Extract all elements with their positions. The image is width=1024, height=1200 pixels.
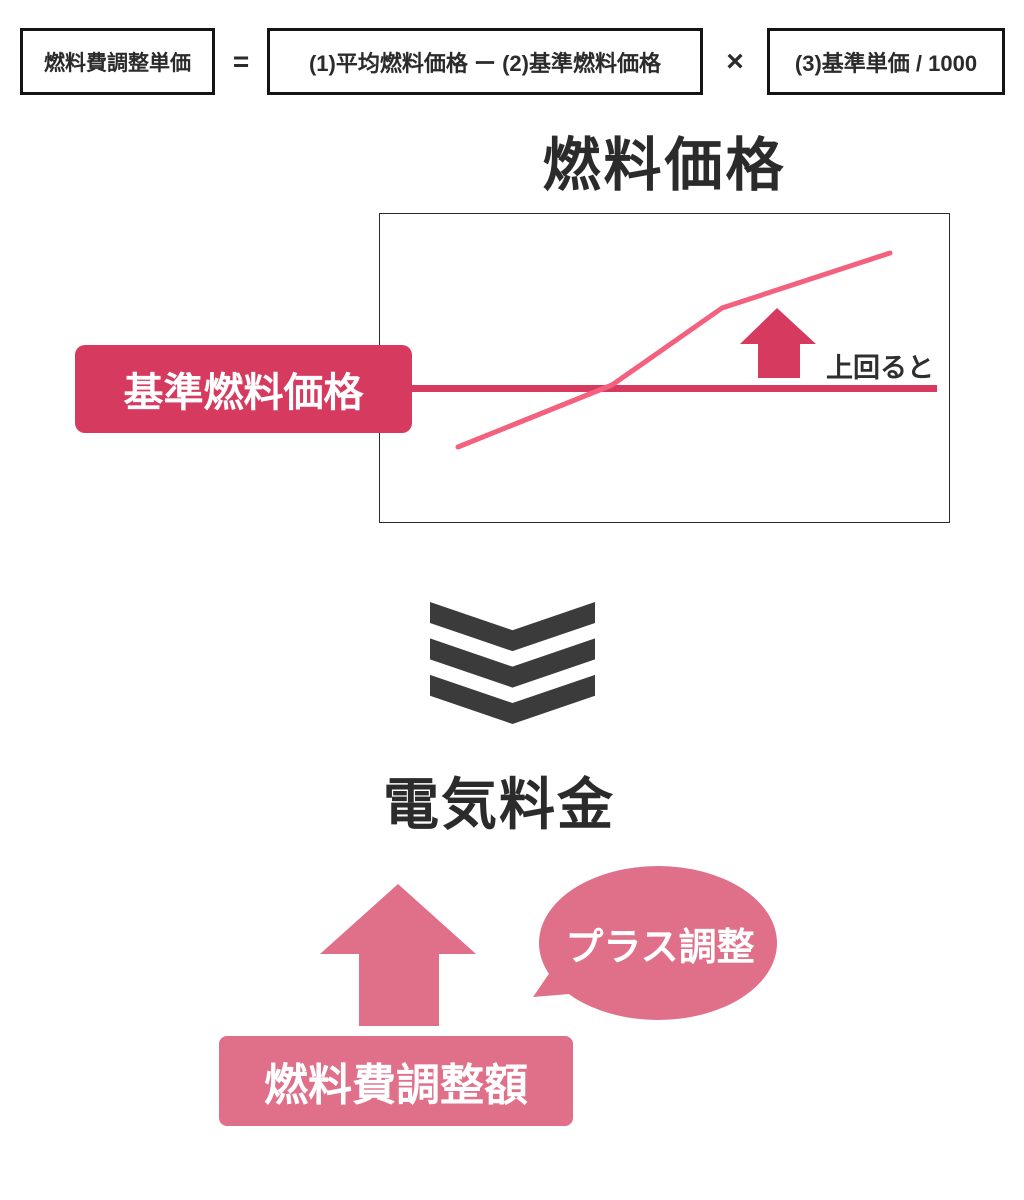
fuel-price-title: 燃料価格 xyxy=(542,133,787,198)
formula-unit-factor-box: (3)基準単価 / 1000 xyxy=(767,28,1005,95)
baseline-fuel-price-box: 基準燃料価格 xyxy=(75,345,412,433)
baseline-fuel-price-label: 基準燃料価格 xyxy=(123,371,364,415)
formula-difference-label: (1)平均燃料価格 ー (2)基準燃料価格 xyxy=(308,50,661,76)
up-arrow-large-icon xyxy=(320,884,476,1026)
equals-sign: = xyxy=(232,45,250,77)
fuel-cost-adjustment-amount-box: 燃料費調整額 xyxy=(219,1036,573,1126)
formula-result-box: 燃料費調整単価 xyxy=(20,28,215,95)
electricity-charge-title: 電気料金 xyxy=(383,773,615,836)
multiply-sign: × xyxy=(726,44,744,78)
fuel-price-chart xyxy=(379,250,937,450)
speech-bubble xyxy=(533,866,777,1020)
formula-unit-factor-label: (3)基準単価 / 1000 xyxy=(794,50,978,76)
fuel-price-trend-line xyxy=(455,250,893,450)
plus-adjustment-label: プラス調整 xyxy=(565,927,755,969)
chevron-down-icon xyxy=(430,602,595,724)
formula-difference-box: (1)平均燃料価格 ー (2)基準燃料価格 xyxy=(267,28,703,95)
fuel-cost-adjustment-amount-label: 燃料費調整額 xyxy=(264,1061,528,1110)
exceed-note: 上回ると xyxy=(826,353,934,383)
formula-result-label: 燃料費調整単価 xyxy=(44,51,191,75)
baseline-line xyxy=(379,385,937,392)
up-arrow-small-icon xyxy=(740,308,816,378)
